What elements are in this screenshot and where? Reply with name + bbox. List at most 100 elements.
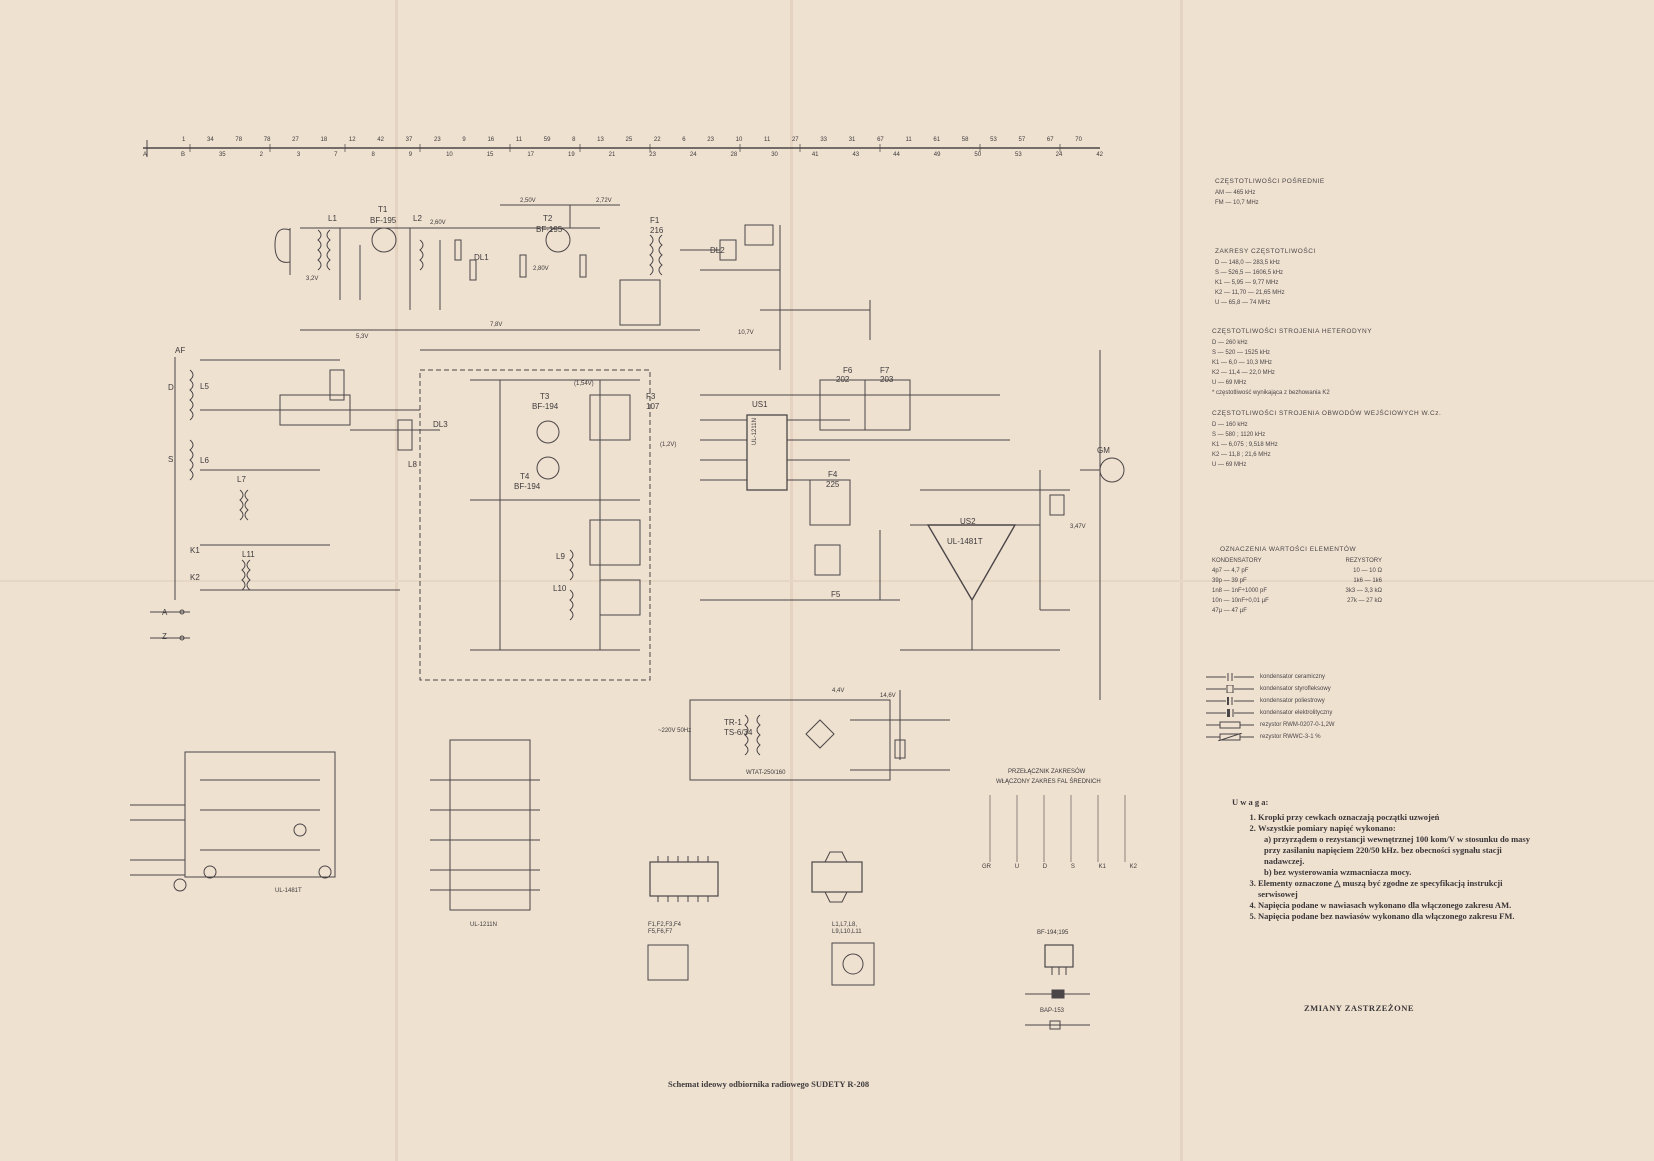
voltage-label: 14,6V [880,693,896,699]
filter-label: F5 [831,590,841,599]
ruler-tick-label: 2 [259,152,263,158]
ruler-tick-label: 58 [961,137,969,143]
component-label: A [162,608,168,617]
switch-label: S [168,455,174,464]
panel-footnote: * częstotliwość wynikająca z bezhowania … [1212,390,1330,396]
voltage-label: 3,47V [1070,524,1086,530]
ruler-tick-label: 78 [263,137,271,143]
panel-row: K1 — 6,0 — 10,3 MHz [1212,360,1273,366]
note-text: Wszystkie pomiary napięć wykonano: [1258,823,1396,833]
ruler-tick-label: 59 [543,137,551,143]
ruler-tick-label: 10 [446,152,453,158]
switch-label: K1 [190,546,200,555]
ruler-tick-label: 16 [487,137,495,143]
voltage-label: 2,72V [596,198,612,204]
ruler-tick-label: 41 [811,152,819,158]
filter-label: F7 [880,366,890,375]
coil-label: L1 [328,214,337,223]
ruler-tick-label: 28 [730,152,738,158]
panel-row: D — 148,0 — 283,5 kHz [1215,260,1281,266]
panel-row: S — 580 ; 1120 kHz [1212,432,1266,438]
legend-label: kondensator poliestrowy [1260,698,1325,704]
us1-section [700,379,1010,601]
ruler-tick-label: 1 [182,137,186,143]
component-label: L1,L7,L8, L9,L10,L11 [832,922,862,935]
legend-label: rezystor RWM-0207-0-1,2W [1260,722,1335,728]
paper-fold [0,580,1654,582]
legend-label: rezystor RWWC-3-1 % [1260,734,1321,740]
coil-label: L6 [200,456,209,465]
panel-row: K1 — 5,95 — 9,77 MHz [1215,280,1279,286]
voltage-label: 2,50V [520,198,536,204]
ruler-tick-label: 17 [527,152,535,158]
filter-label: 202 [836,375,850,384]
ruler-tick-label: 15 [486,152,494,158]
variable-resistor-icon [1206,732,1254,742]
component-label: DL1 [474,253,489,262]
ruler-tick-label: 22 [653,137,661,143]
panel-row: S — 520 — 1525 kHz [1212,350,1271,356]
ruler-tick-label: 49 [933,152,941,158]
filter-label: F6 [843,366,853,375]
filter-label: 225 [826,480,840,489]
ruler-tick-label: 23 [649,152,656,158]
legend-label: kondensator ceramiczny [1260,674,1326,680]
ruler-tick-label: 7 [334,152,338,158]
coil-label: L8 [408,460,417,469]
voltage-label: 2,80V [533,266,549,272]
switch-col-label: GR [982,864,991,870]
component-label: DL3 [433,420,448,429]
ruler-tick-label: 24 [1055,152,1063,158]
ruler-tick-label: 11 [905,137,912,143]
value-row: 3k3 — 3,3 kΩ [1345,588,1382,594]
ruler-tick-label: 8 [371,152,375,158]
switch-table-columns: GR U D S K1 K2 [982,864,1137,871]
ul1211n-internal [430,739,540,911]
panel-row: K2 — 11,4 — 22,0 MHz [1212,370,1275,376]
value-row: 4p7 — 4,7 pF [1212,568,1249,574]
ruler-tick-label: 43 [852,152,860,158]
notes-title: U w a g a: [1232,797,1269,807]
changes-reserved-stamp: ZMIANY ZASTRZEŻONE [1304,1003,1414,1013]
ruler-tick-label: B [180,152,185,158]
transistor-type-label: BF-195 [370,216,397,225]
electrolytic-capacitor-icon [1206,709,1254,717]
switch-label: K2 [190,573,200,582]
component-label: BF-194;195 [1037,930,1069,936]
panel-row: K1 — 6,075 ; 9,518 MHz [1212,442,1278,448]
switch-position-grid [989,795,1126,862]
resistors-header: REZYSTORY [1345,558,1382,564]
value-row: 1n8 — 1nF÷1000 pF [1212,588,1267,594]
transistor-label: T1 [378,205,388,214]
switch-label: D [168,383,174,392]
panel-row: U — 65,8 — 74 MHz [1215,300,1271,306]
component-label: UL-1481T [275,888,302,894]
voltage-label: 5,3V [356,334,369,340]
ruler-tick-label: 61 [933,137,941,143]
voltage-label: 10,7V [738,330,754,336]
ruler-tick-label: 6 [682,137,686,143]
ruler-tick-label: 42 [377,137,384,143]
switch-col-label: S [1070,864,1075,870]
value-row: 10 — 10 Ω [1353,568,1382,574]
resistor-icon [1206,721,1254,729]
legend-label: kondensator styrofleksowy [1260,686,1331,692]
legend-item: kondensator elektrolityczny [1206,707,1335,719]
voltage-label: 3,2V [306,276,319,282]
ic-label: US1 [752,400,768,409]
ruler-tick-label: A [143,152,148,158]
ruler-tick-label: 53 [1015,152,1022,158]
ruler-tick-label: 23 [707,137,714,143]
panel-row: U — 69 MHz [1212,380,1247,386]
component-label: TR-1 [724,718,742,727]
voltage-label: 7,8V [490,322,503,328]
panel-row: D — 260 kHz [1212,340,1248,346]
value-row: 47µ — 47 µF [1212,608,1247,614]
ruler-tick-label: 13 [597,137,604,143]
switch-col-label: U [1014,864,1020,870]
coil-label: L11 [242,550,255,559]
filter-label: 107 [646,402,660,411]
ruler-tick-label: 24 [689,152,697,158]
voltage-label: (1,54V) [574,381,594,387]
panel-title: OZNACZENIA WARTOŚCI ELEMENTÓW [1220,546,1357,553]
